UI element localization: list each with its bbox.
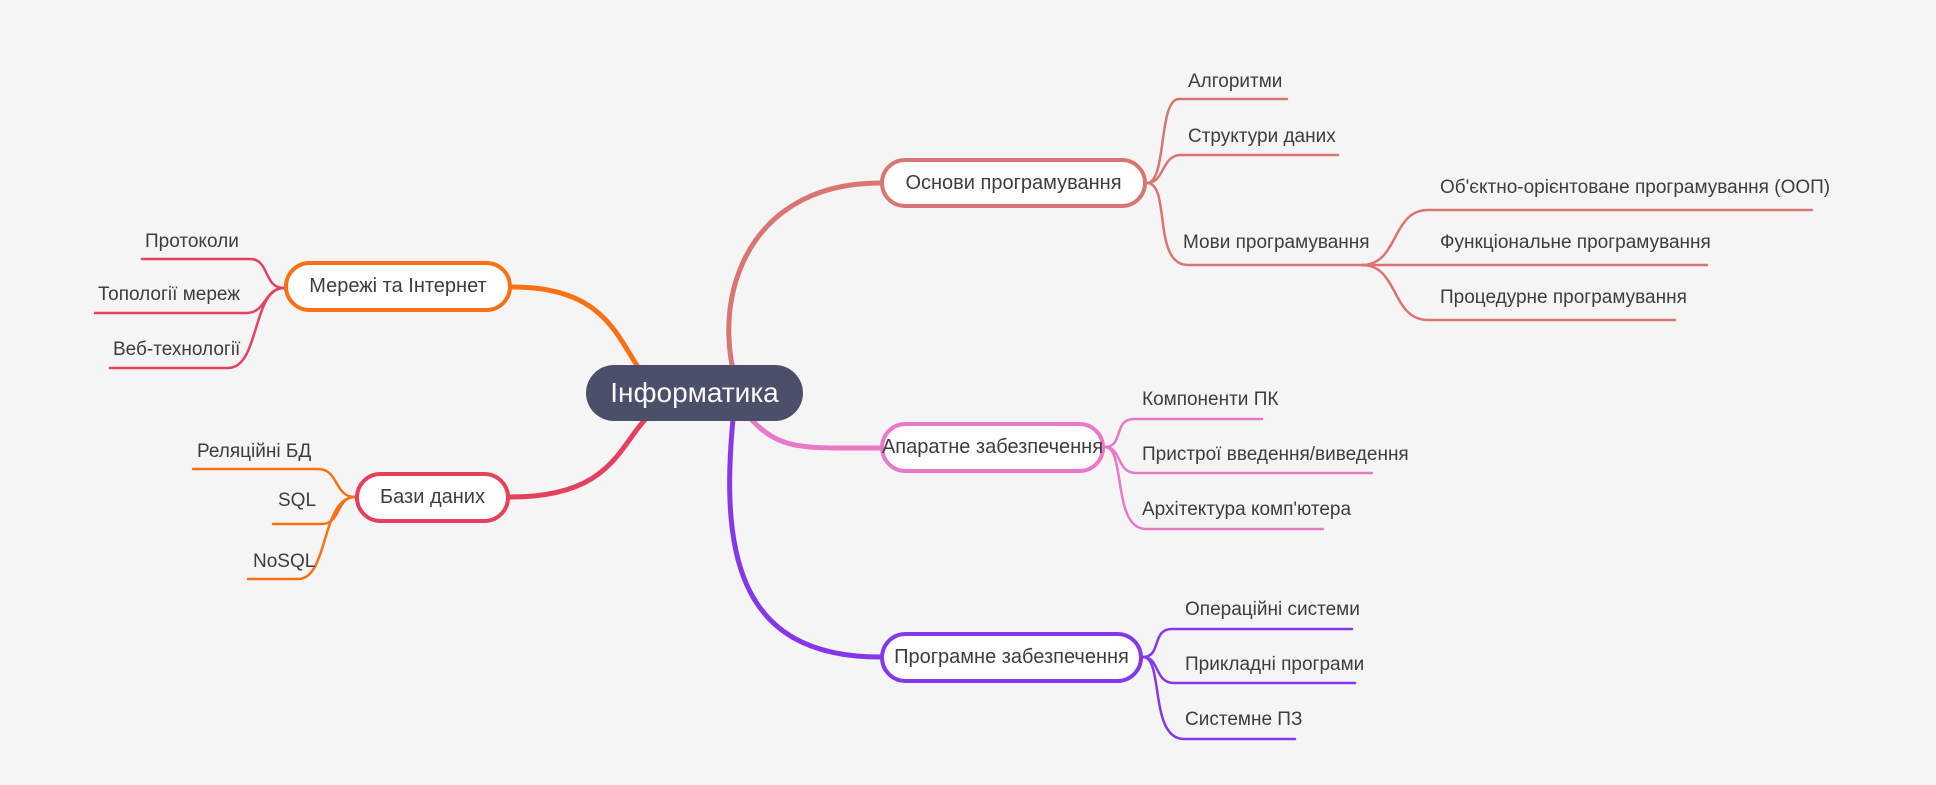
node-programming-languages[interactable]: Мови програмування (1183, 232, 1370, 253)
leaf-protocols[interactable]: Протоколи (145, 231, 239, 252)
leaf-network-topologies[interactable]: Топології мереж (98, 284, 240, 305)
root-node-label: Інформатика (610, 377, 779, 408)
link-programming-algorithms (1145, 97, 1289, 185)
link-programming-datastructures (1145, 153, 1340, 185)
link-programming-languages (1145, 181, 1364, 267)
link-networks-web (108, 286, 286, 370)
node-software[interactable]: Програмне забезпечення (880, 632, 1143, 683)
link-hardware-components (1103, 417, 1264, 449)
link-databases-relational (191, 467, 357, 499)
link-hardware-architecture (1103, 445, 1325, 531)
node-databases-label: Бази даних (380, 486, 485, 508)
leaf-sql[interactable]: SQL (278, 490, 317, 511)
leaf-application-programs[interactable]: Прикладні програми (1185, 654, 1365, 675)
node-networks-label: Мережі та Інтернет (309, 275, 487, 297)
node-networks[interactable]: Мережі та Інтернет (284, 261, 512, 312)
node-software-label: Програмне забезпечення (894, 646, 1129, 668)
node-programming-basics-label: Основи програмування (905, 171, 1122, 194)
node-programming-basics[interactable]: Основи програмування (880, 158, 1147, 208)
leaf-operating-systems[interactable]: Операційні системи (1185, 599, 1360, 620)
link-root-software (727, 397, 883, 660)
link-software-systemsw (1141, 655, 1297, 741)
link-networks-protocols (140, 257, 286, 290)
root-node-informatics[interactable]: Інформатика (586, 365, 803, 421)
leaf-oop[interactable]: Об'єктно-орієнтоване програмування (ООП) (1440, 177, 1831, 198)
leaf-procedural-programming[interactable]: Процедурне програмування (1440, 287, 1687, 308)
leaf-functional-programming[interactable]: Функціональне програмування (1440, 232, 1711, 253)
leaf-relational-db[interactable]: Реляційні БД (197, 441, 312, 462)
link-languages-procedural (1360, 263, 1677, 322)
link-databases-nosql (246, 495, 357, 581)
link-software-os (1141, 627, 1354, 659)
leaf-pc-components[interactable]: Компоненти ПК (1142, 389, 1279, 410)
leaf-io-devices[interactable]: Пристрої введення/виведення (1142, 444, 1409, 465)
leaf-algorithms[interactable]: Алгоритми (1188, 71, 1283, 92)
link-languages-oop (1360, 208, 1814, 267)
leaf-computer-architecture[interactable]: Архітектура комп'ютера (1142, 499, 1352, 520)
node-hardware[interactable]: Апаратне забезпечення (880, 422, 1105, 473)
leaf-web-technologies[interactable]: Веб-технології (113, 339, 241, 360)
leaf-nosql[interactable]: NoSQL (253, 551, 316, 572)
node-hardware-label: Апаратне забезпечення (881, 436, 1104, 458)
leaf-system-software[interactable]: Системне ПЗ (1185, 709, 1303, 730)
node-databases[interactable]: Бази даних (355, 472, 510, 523)
leaf-data-structures[interactable]: Структури даних (1188, 126, 1336, 147)
